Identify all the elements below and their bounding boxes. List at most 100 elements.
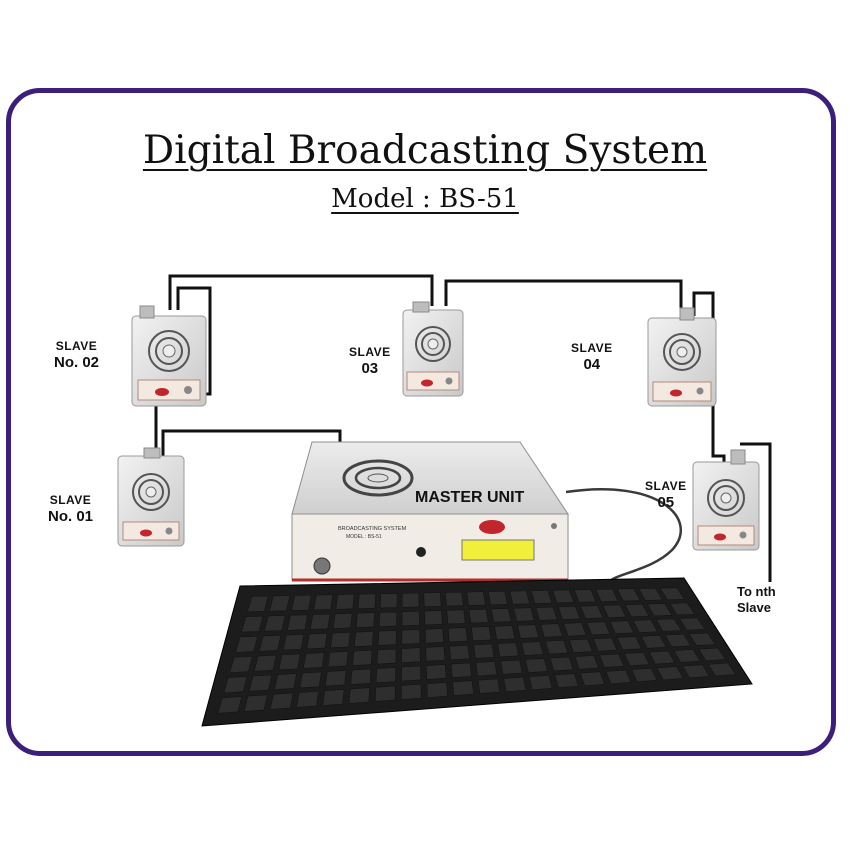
keyboard-key [595, 588, 619, 602]
master-model-text: MODEL : BS-51 [346, 534, 382, 540]
keyboard-key [426, 682, 448, 698]
keyboard-key [379, 593, 398, 609]
keyboard-key [401, 611, 420, 627]
keyboard-key [552, 589, 575, 604]
keyboard-key [447, 627, 468, 643]
keyboard-key [494, 625, 516, 640]
keyboard-key [525, 658, 549, 673]
keyboard-key [258, 635, 282, 652]
keyboard-key [664, 633, 692, 648]
speaker-grille-icon [342, 459, 414, 497]
keyboard-key [488, 591, 508, 606]
logo-badge-icon [140, 529, 152, 537]
keyboard-key [247, 595, 269, 613]
keyboard-key [375, 667, 396, 684]
keyboard-key [450, 662, 472, 678]
slave-label-line1: SLAVE [55, 339, 98, 353]
wire-to-nth-slave [740, 442, 772, 582]
slave-device-01 [117, 447, 185, 547]
keyboard-key [299, 671, 322, 689]
keyboard-key [540, 623, 563, 638]
keyboard-key [424, 628, 444, 644]
keyboard-cable [565, 487, 683, 585]
keyboard-key [688, 632, 716, 646]
keyboard-key [599, 653, 625, 668]
wire-outer-top [168, 274, 434, 310]
keyboard-key [357, 593, 376, 609]
keyboard-key [574, 655, 599, 670]
keyboard-key [673, 649, 701, 663]
keyboard-key [446, 609, 466, 625]
keyboard-key [558, 606, 581, 620]
slave-label-line1: SLAVE [49, 493, 92, 507]
keyboard-key [445, 591, 464, 607]
keyboard-key [424, 610, 443, 626]
keyboard-key [322, 689, 345, 706]
keyboard-key [313, 594, 333, 611]
slave-label-line2: No. 01 [48, 507, 94, 525]
keyboard-key [332, 613, 353, 629]
keyboard-key [698, 647, 726, 661]
keyboard-key [425, 646, 446, 662]
slave-device-02 [131, 305, 207, 407]
logo-badge-icon [155, 388, 169, 396]
keyboard-key [632, 619, 658, 633]
keyboard-key [586, 621, 611, 636]
keyboard-key [466, 591, 486, 606]
nth-slave-line2: Slave [737, 600, 771, 616]
slave-label-line1: SLAVE [349, 345, 391, 359]
slave-label-line2: No. 02 [54, 353, 100, 371]
keyboard-key [423, 592, 442, 607]
slave-label-04: SLAVE 04 [571, 341, 613, 373]
keyboard-key [401, 683, 422, 700]
keyboard-key [330, 632, 351, 648]
speaker-grille-icon [707, 479, 745, 517]
wire-master-to-slave01 [161, 429, 342, 458]
keyboard-key [269, 692, 294, 710]
keyboard-key [549, 656, 574, 672]
keyboard-key [569, 638, 593, 653]
keyboard-key [352, 649, 373, 666]
slave-label-line2: 05 [657, 493, 675, 511]
keyboard-key [282, 634, 305, 651]
slave-label-03: SLAVE 03 [349, 345, 391, 377]
keyboard-key [624, 652, 650, 667]
keyboard-key [291, 594, 312, 611]
keyboard-key [475, 661, 498, 677]
keyboard-key [616, 636, 642, 651]
keyboard-key [348, 687, 370, 704]
slave-label-05: SLAVE 05 [645, 479, 687, 511]
keyboard-key [659, 587, 685, 601]
keyboard-key [325, 670, 347, 687]
keyboard-key [378, 611, 398, 627]
lcd-display [461, 539, 535, 561]
keyboard-key [682, 664, 710, 679]
logo-badge-icon [479, 520, 505, 534]
keyboard-key [535, 606, 558, 621]
keyboard-key [503, 676, 527, 692]
keyboard-key [296, 691, 319, 708]
keyboard-key [602, 604, 627, 618]
keyboard-key [241, 615, 264, 633]
keyboard-key [253, 654, 277, 672]
keyboard-key [278, 653, 301, 671]
keyboard-key [473, 643, 495, 659]
keyboard-key [580, 671, 605, 687]
keyboard-key [624, 604, 650, 618]
keyboard-key [707, 662, 737, 677]
logo-badge-icon [670, 389, 682, 397]
keyboard-key [269, 595, 291, 612]
keyboard-key [452, 680, 474, 696]
keyboard-key [648, 650, 676, 665]
keyboard-key [679, 617, 706, 631]
keyboard-key [426, 664, 447, 680]
keyboard-key [509, 590, 530, 605]
keyboard-key [491, 608, 512, 623]
keyboard [201, 577, 753, 727]
logo-badge-icon [714, 533, 726, 541]
keyboard-key [468, 608, 489, 624]
keyboard-key [500, 659, 523, 675]
keyboard-key [243, 694, 268, 712]
keyboard-key [669, 602, 696, 616]
